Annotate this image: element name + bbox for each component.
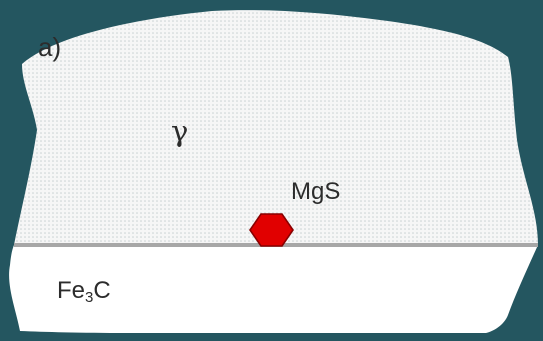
cementite-layer bbox=[9, 245, 539, 333]
austenite-label: γ bbox=[171, 114, 189, 148]
panel-label: a) bbox=[38, 32, 62, 62]
cementite-label-fe: Fe bbox=[57, 277, 86, 304]
cementite-label: Fe3C bbox=[57, 277, 111, 306]
mgs-label: MgS bbox=[291, 178, 341, 205]
austenite-grain bbox=[14, 10, 538, 245]
mgs-inclusion bbox=[249, 213, 294, 247]
cementite-label-c: C bbox=[93, 277, 111, 304]
cementite-label-subscript: 3 bbox=[85, 289, 94, 306]
